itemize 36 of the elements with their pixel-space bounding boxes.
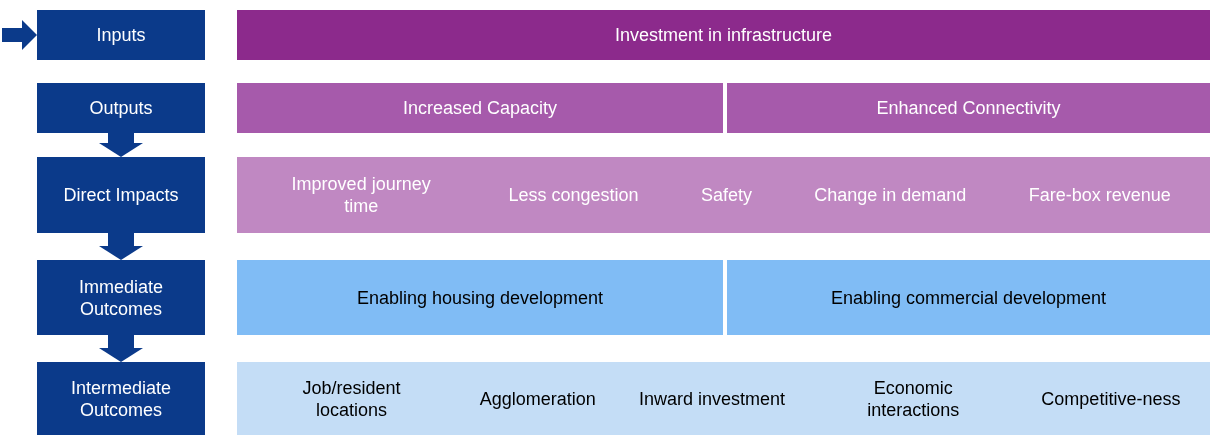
item-label: Change in demand <box>814 184 967 206</box>
arrow <box>99 233 143 260</box>
item-label: Improved journey time <box>290 173 432 217</box>
content-band <box>237 83 723 133</box>
item-label: Economic interactions <box>866 376 961 421</box>
stage-label: Direct Impacts <box>63 184 179 206</box>
stage-box <box>37 10 205 60</box>
item-label: Competitive-ness <box>1041 387 1181 410</box>
item-label: Safety <box>700 184 752 206</box>
content-band <box>237 260 723 335</box>
item-label: Less congestion <box>508 184 639 206</box>
arrow <box>2 20 37 50</box>
stage-label: Immediate Outcomes <box>77 275 164 320</box>
item-label: Fare-box revenue <box>1028 184 1171 206</box>
stage-box <box>37 362 205 435</box>
content-band <box>237 10 1210 60</box>
item-label: Job/resident locations <box>301 376 402 421</box>
item-label: Increased Capacity <box>402 97 558 119</box>
stage-label: Intermediate Outcomes <box>69 376 173 421</box>
stage-label: Inputs <box>96 24 146 46</box>
item-label: Inward investment <box>638 387 786 410</box>
item-label: Investment in infrastructure <box>614 24 833 46</box>
item-label: Enabling commercial development <box>830 286 1107 309</box>
arrow <box>99 335 143 362</box>
stage-label: Outputs <box>89 97 153 119</box>
content-band <box>237 362 1210 435</box>
arrow <box>99 133 143 157</box>
item-label: Enhanced Connectivity <box>876 97 1061 119</box>
item-label: Agglomeration <box>479 387 596 410</box>
stage-box <box>37 157 205 233</box>
stage-box <box>37 260 205 335</box>
content-band <box>237 157 1210 233</box>
content-band <box>727 83 1210 133</box>
stage-box <box>37 83 205 133</box>
content-band <box>727 260 1210 335</box>
item-label: Enabling housing development <box>356 286 604 309</box>
